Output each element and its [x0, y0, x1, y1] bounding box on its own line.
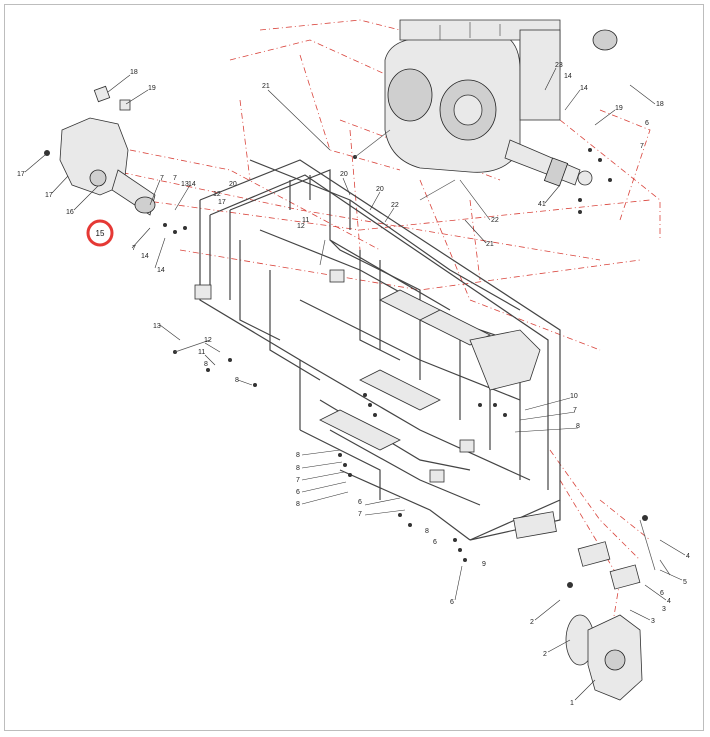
callout: 14 [580, 85, 588, 92]
callout: 10 [570, 393, 578, 400]
callout: 13 [181, 181, 189, 188]
callout: 6 [450, 599, 454, 606]
callout: 8 [235, 377, 239, 384]
callout: 11 [302, 217, 309, 224]
callout: 7 [640, 143, 644, 150]
fasteners [44, 129, 671, 588]
callout: 22 [491, 217, 499, 224]
callout: 7 [573, 407, 577, 414]
highlighted-part-marker[interactable]: 15 [86, 219, 114, 247]
callout: 6 [433, 539, 437, 546]
callout: 22 [391, 202, 399, 209]
callout: 19 [148, 85, 156, 92]
callout: 8 [296, 465, 300, 472]
callout: 14 [141, 253, 149, 260]
callout: 6 [296, 489, 300, 496]
rear-gearbox [565, 541, 643, 701]
engine-assembly [384, 19, 618, 173]
callout: 8 [425, 528, 429, 535]
callout: 21 [262, 83, 270, 90]
callout: 23 [555, 62, 563, 69]
callout: 21 [486, 241, 494, 248]
callout: 11 [198, 349, 205, 356]
front-gearbox [59, 85, 156, 216]
callout: 18 [656, 101, 664, 108]
callout: 6 [645, 120, 649, 127]
callout: 20 [376, 186, 384, 193]
callout: 7 [296, 477, 300, 484]
callout: 8 [204, 361, 208, 368]
callout: 5 [683, 579, 687, 586]
highlighted-part-label: 15 [96, 229, 105, 238]
callout: 17 [218, 199, 226, 206]
callout: 16 [66, 209, 74, 216]
callout: 2 [530, 619, 534, 626]
callout: 13 [153, 323, 161, 330]
callout: 17 [17, 171, 25, 178]
callout: 12 [297, 223, 305, 230]
callout: 4 [686, 553, 690, 560]
callout: 41 [538, 201, 546, 208]
callout: 18 [130, 69, 138, 76]
callout: 1 [570, 700, 574, 707]
callout: 14 [564, 73, 572, 80]
callout: 19 [615, 105, 623, 112]
callout: 14 [157, 267, 165, 274]
callout: 12 [213, 191, 221, 198]
callout: 9 [482, 561, 486, 568]
leader-lines [24, 67, 686, 701]
callout-labels: 18 19 17 17 16 7 7 13 14 14 7 14 21 20 2… [17, 62, 690, 707]
callout: 6 [660, 590, 664, 597]
callout: 4 [667, 598, 671, 605]
callout: 7 [173, 175, 177, 182]
callout: 7 [160, 175, 164, 182]
rear-drive-shaft [504, 139, 593, 187]
callout: 8 [576, 423, 580, 430]
callout: 12 [204, 337, 212, 344]
callout: 8 [296, 452, 300, 459]
callout: 17 [45, 192, 53, 199]
callout: 7 [358, 511, 362, 518]
callout: 6 [358, 499, 362, 506]
callout: 20 [229, 181, 237, 188]
callout: 3 [651, 618, 655, 625]
callout: 8 [296, 501, 300, 508]
callout: 3 [662, 606, 666, 613]
main-frame [194, 159, 561, 541]
callout: 14 [188, 181, 196, 188]
callout: 20 [340, 171, 348, 178]
callout: 2 [543, 651, 547, 658]
callout: 7 [132, 245, 136, 252]
